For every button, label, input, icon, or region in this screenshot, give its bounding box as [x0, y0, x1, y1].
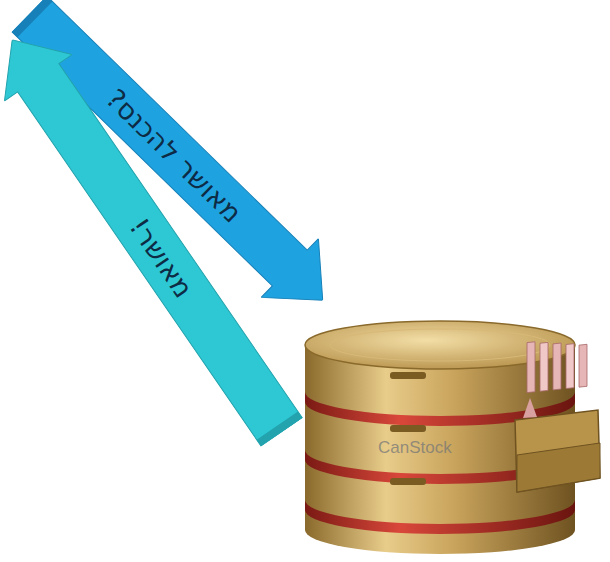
- arrow-body: [0, 17, 316, 456]
- watermark: CanStock: [378, 438, 452, 458]
- arrow-tail: [12, 0, 53, 37]
- arrow-tail: [257, 411, 303, 446]
